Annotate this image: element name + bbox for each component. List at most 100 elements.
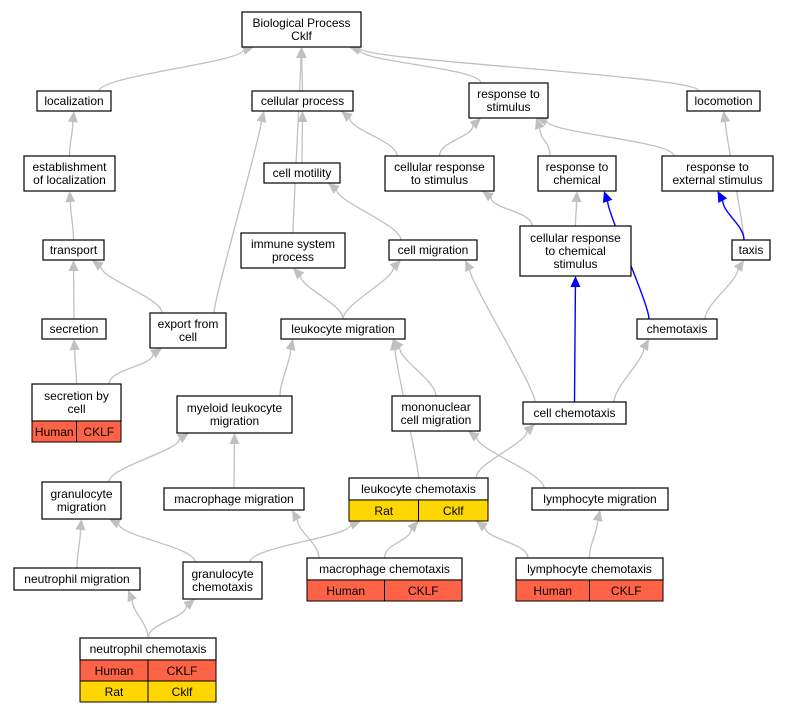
edge-cell-chemotaxis-to-cellular-response-to-chemical-stimulus xyxy=(573,286,577,403)
edge-secretion-by-cell-to-secretion xyxy=(73,349,78,385)
node-label-line: cell migration xyxy=(398,243,469,257)
arrowhead-lymphocyte-chemotaxis-to-leukocyte-chemotaxis xyxy=(476,521,488,532)
arrowhead-chemotaxis-to-response-to-chemical xyxy=(602,191,613,204)
node-box xyxy=(522,401,627,425)
arrowhead-secretion-by-cell-to-secretion xyxy=(69,339,80,351)
edge-cellular-response-to-stimulus-to-cellular-process xyxy=(348,117,398,157)
node-locomotion[interactable]: locomotion xyxy=(686,90,761,112)
node-cell-migration[interactable]: cell migration xyxy=(388,239,478,261)
node-secretion[interactable]: secretion xyxy=(41,318,107,340)
node-label-line: lymphocyte migration xyxy=(543,492,656,506)
node-cellular-process[interactable]: cellular process xyxy=(251,90,354,112)
arrowhead-macrophage-chemotaxis-to-macrophage-migration xyxy=(292,510,302,523)
node-box xyxy=(41,481,122,520)
node-box xyxy=(468,82,549,119)
node-box xyxy=(519,225,632,277)
arrowhead-neutrophil-chemotaxis-to-neutrophil-migration xyxy=(127,590,137,603)
node-chemotaxis[interactable]: chemotaxis xyxy=(636,318,718,340)
edge-granulocyte-migration-to-myeloid-leukocyte-migration xyxy=(108,438,181,483)
node-box xyxy=(149,312,227,349)
edge-neutrophil-chemotaxis-to-granulocyte-chemotaxis xyxy=(147,605,188,639)
node-label-line: leukocyte chemotaxis xyxy=(361,482,476,496)
node-box xyxy=(731,239,771,261)
node-label-line: granulocyte xyxy=(191,567,253,581)
edge-chemotaxis-to-taxis xyxy=(704,269,739,320)
node-neutrophil-migration[interactable]: neutrophil migration xyxy=(13,567,141,591)
arrowhead-export-from-cell-to-transport xyxy=(92,260,104,271)
node-taxis[interactable]: taxis xyxy=(731,239,771,261)
edge-response-to-stimulus-to-bp xyxy=(358,49,482,84)
node-transport[interactable]: transport xyxy=(42,239,105,261)
annotation-gene: CKLF xyxy=(408,584,439,598)
edge-myeloid-leukocyte-migration-to-leukocyte-migration xyxy=(279,349,292,397)
node-lymphocyte-migration[interactable]: lymphocyte migration xyxy=(531,487,669,511)
arrowhead-cell-chemotaxis-to-cellular-response-to-chemical-stimulus xyxy=(570,276,581,288)
node-label-line: taxis xyxy=(739,243,764,257)
node-box xyxy=(42,239,105,261)
node-label-line: cellular process xyxy=(261,94,344,108)
arrowhead-granulocyte-chemotaxis-to-granulocyte-migration xyxy=(109,519,122,529)
node-box xyxy=(23,155,116,192)
node-label-line: locomotion xyxy=(694,94,752,108)
node-box xyxy=(391,395,481,432)
node-localization[interactable]: localization xyxy=(36,90,112,112)
node-box xyxy=(661,155,774,192)
node-box xyxy=(36,90,112,112)
node-label-line: chemical xyxy=(553,173,600,187)
node-label-line: cell xyxy=(67,402,85,416)
arrowhead-transport-to-establishment-of-localization xyxy=(65,191,76,203)
arrowhead-lymphocyte-migration-to-mononuclear-cell-migration xyxy=(468,431,480,442)
node-label-line: macrophage migration xyxy=(174,492,293,506)
annotation-species: Human xyxy=(533,584,572,598)
node-label-line: to stimulus xyxy=(411,173,468,187)
arrowhead-cellular-response-to-stimulus-to-cellular-process xyxy=(341,111,353,122)
arrowhead-cellular-response-to-stimulus-to-response-to-stimulus xyxy=(469,118,481,130)
annotation-gene: CKLF xyxy=(83,425,114,439)
arrowhead-neutrophil-migration-to-granulocyte-migration xyxy=(75,519,86,531)
edge-mononuclear-cell-migration-to-leukocyte-migration xyxy=(398,347,437,397)
node-label-line: lymphocyte chemotaxis xyxy=(527,562,652,576)
node-label-line: migration xyxy=(57,500,106,514)
node-label-line: localization xyxy=(44,94,103,108)
edge-response-to-chemical-to-response-to-stimulus xyxy=(539,128,551,157)
node-box xyxy=(182,561,263,600)
node-label-line: macrophage chemotaxis xyxy=(319,562,450,576)
node-box xyxy=(176,395,293,434)
edge-cell-chemotaxis-to-chemotaxis xyxy=(613,348,645,403)
node-cell-chemotaxis[interactable]: cell chemotaxis xyxy=(522,401,627,425)
node-box xyxy=(384,155,495,192)
node-box xyxy=(388,239,478,261)
annotation-gene-cell xyxy=(76,420,122,443)
arrowhead-immune-system-process-to-bp xyxy=(296,47,306,59)
node-cell-motility[interactable]: cell motility xyxy=(263,162,341,184)
node-leukocyte-migration[interactable]: leukocyte migration xyxy=(280,318,406,340)
node-box xyxy=(636,318,718,340)
edge-taxis-to-response-to-external-stimulus xyxy=(722,200,745,241)
arrowhead-neutrophil-chemotaxis-to-granulocyte-chemotaxis xyxy=(183,599,195,610)
annotation-species: Rat xyxy=(105,685,124,699)
annotation-gene: Cklf xyxy=(443,504,464,518)
node-box xyxy=(263,162,341,184)
node-macrophage-migration[interactable]: macrophage migration xyxy=(163,487,305,511)
edge-cell-migration-to-cell-motility xyxy=(336,189,402,241)
node-label-line: cell xyxy=(179,330,197,344)
